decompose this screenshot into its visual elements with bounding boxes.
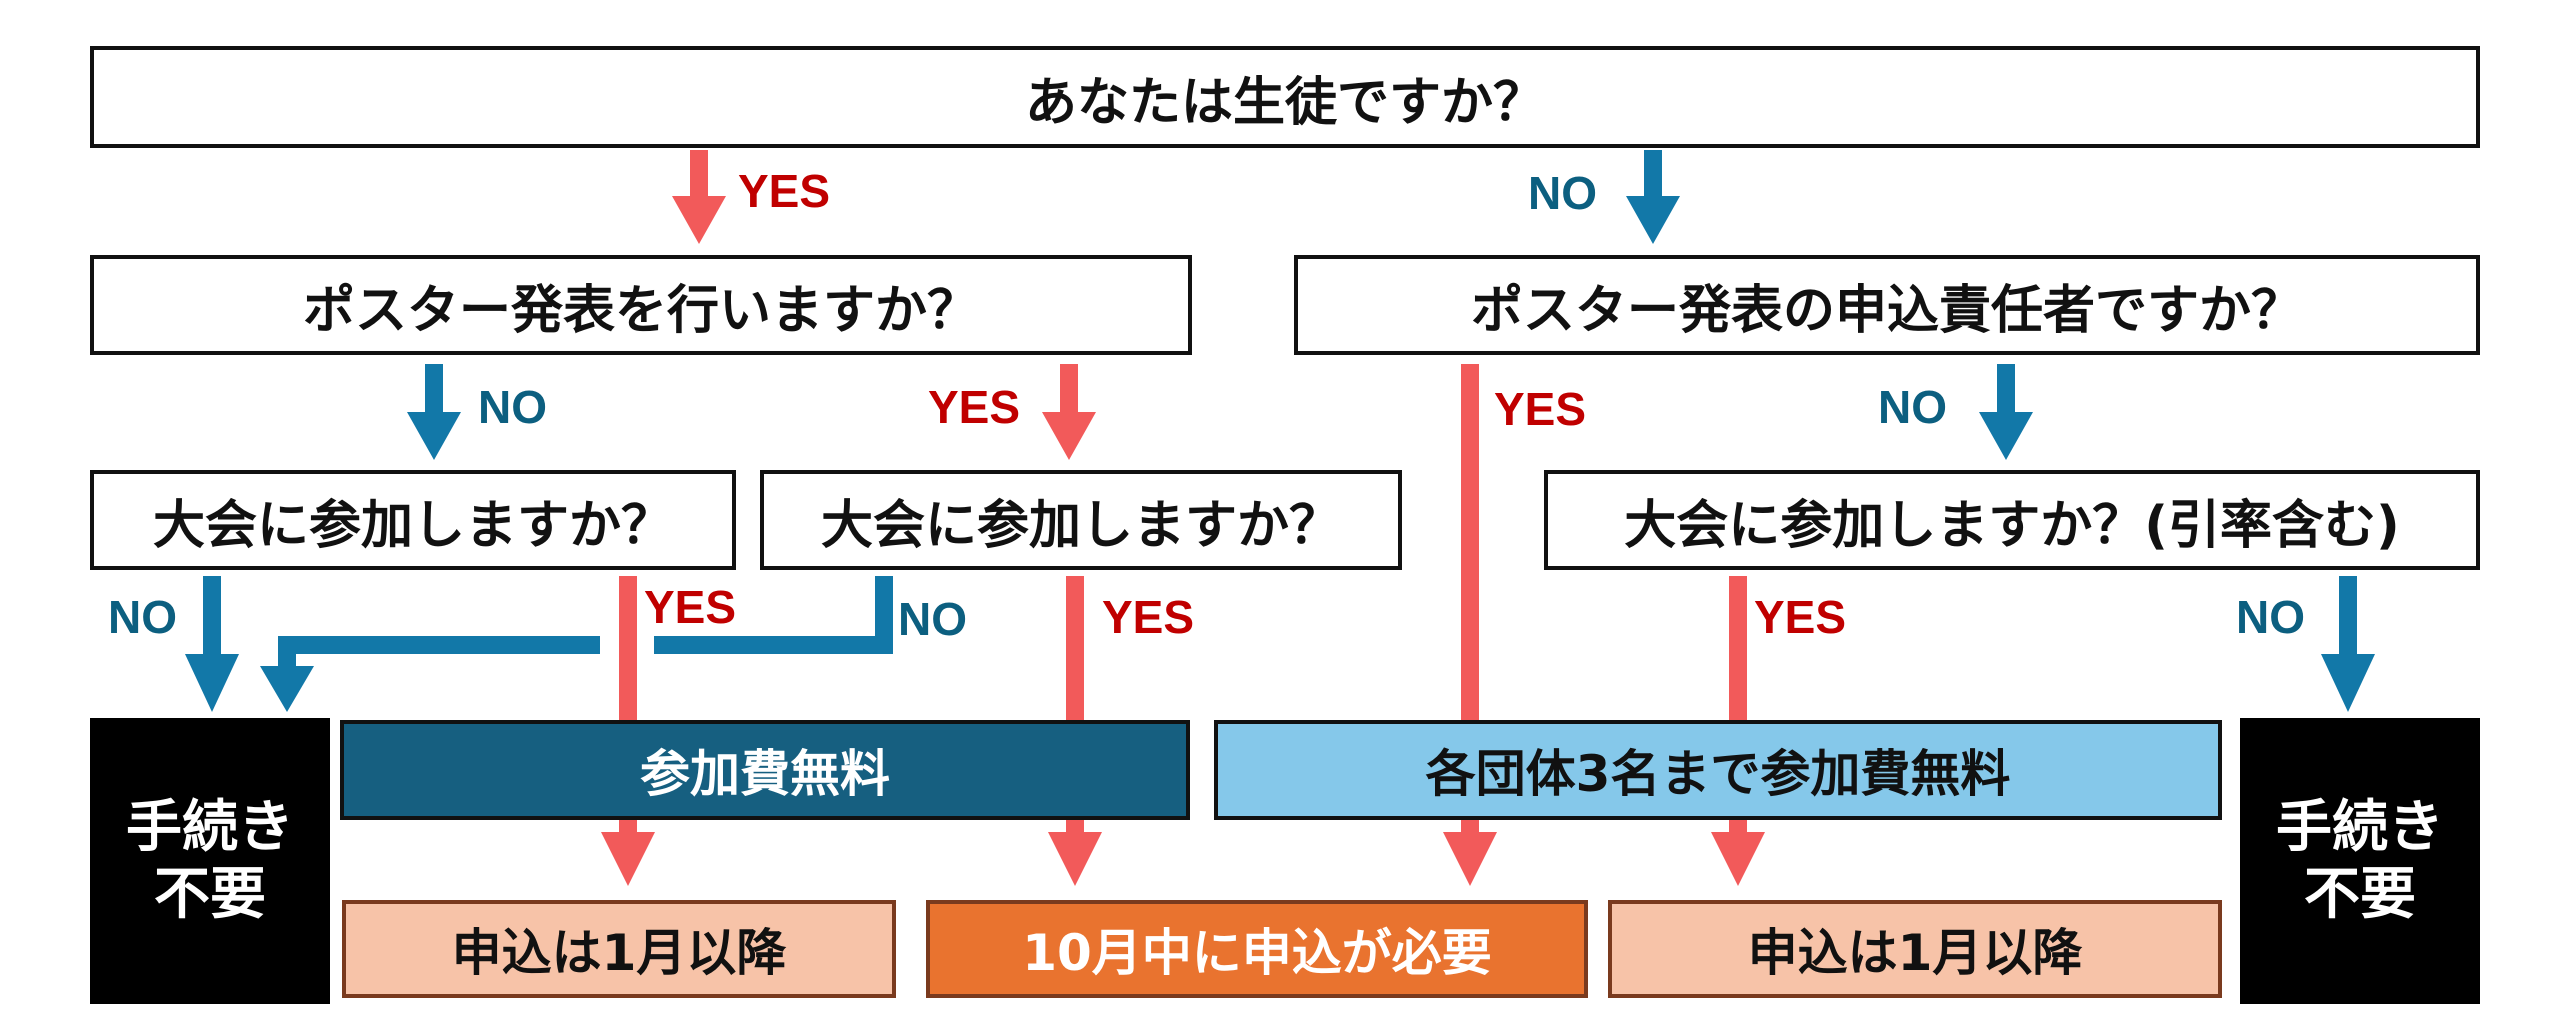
label-q4-yes: YES — [644, 581, 737, 633]
no-procedure-line1: 手続き — [2276, 794, 2444, 860]
label-q1-yes: YES — [738, 165, 831, 217]
label-q6-yes: YES — [1754, 591, 1847, 643]
label-q5-no: NO — [898, 593, 967, 645]
arrow-q6-no-shaft — [2339, 576, 2357, 656]
outcome-no-procedure-right: 手続き 不要 — [2240, 718, 2480, 1004]
no-procedure-line2: 不要 — [154, 862, 266, 927]
arrow-q2-yes-shaft — [1060, 364, 1078, 414]
arrow-q3-yes-head — [1443, 832, 1497, 886]
question-attend-incl-chaperone: 大会に参加しますか？(引率含む) — [1544, 470, 2480, 570]
question-attend-a: 大会に参加しますか？ — [90, 470, 736, 570]
outcome-apply-january-right: 申込は1月以降 — [1608, 900, 2222, 998]
arrow-q4-no-head — [185, 654, 239, 712]
label-q4-no: NO — [108, 591, 177, 643]
arrow-q1-yes-shaft — [690, 150, 708, 198]
label-q1-no: NO — [1528, 167, 1597, 219]
label-q5-yes: YES — [1102, 591, 1195, 643]
arrow-q5-no-connector-c — [278, 636, 600, 654]
arrow-q3-yes-shaft — [1461, 364, 1479, 834]
label-q2-no: NO — [478, 381, 547, 433]
question-poster-presentation: ポスター発表を行いますか？ — [90, 255, 1192, 355]
no-arrows — [185, 150, 2375, 712]
arrow-q5-yes-head — [1048, 832, 1102, 886]
arrow-q2-no-head — [407, 412, 461, 460]
arrow-q6-no-head — [2321, 654, 2375, 712]
outcome-apply-january-left: 申込は1月以降 — [342, 900, 896, 998]
arrow-q1-no-shaft — [1644, 150, 1662, 198]
arrow-q2-no-shaft — [425, 364, 443, 414]
arrow-q5-no-connector-b — [654, 636, 893, 654]
arrow-q5-no-connector-d — [278, 636, 296, 670]
no-procedure-line2: 不要 — [2304, 862, 2416, 927]
question-attend-b: 大会に参加しますか？ — [760, 470, 1402, 570]
arrow-q3-no-head — [1979, 412, 2033, 460]
no-procedure-line1: 手続き — [126, 794, 294, 860]
arrow-q1-yes-head — [672, 196, 726, 244]
outcome-apply-october: 10月中に申込が必要 — [926, 900, 1588, 998]
arrow-q3-no-shaft — [1997, 364, 2015, 414]
arrow-q4-yes-head — [601, 832, 655, 886]
arrow-q5-no-head — [260, 666, 314, 712]
arrow-q4-no-shaft — [203, 576, 221, 656]
question-is-student: あなたは生徒ですか？ — [90, 46, 2480, 148]
arrow-q1-no-head — [1626, 196, 1680, 244]
fee-free-bar: 参加費無料 — [340, 720, 1190, 820]
outcome-no-procedure-left: 手続き 不要 — [90, 718, 330, 1004]
question-poster-responsible: ポスター発表の申込責任者ですか？ — [1294, 255, 2480, 355]
label-q3-yes: YES — [1494, 383, 1587, 435]
label-q6-no: NO — [2236, 591, 2305, 643]
yes-arrows — [601, 150, 1765, 886]
arrow-q6-yes-head — [1711, 832, 1765, 886]
label-q2-yes: YES — [928, 381, 1021, 433]
fee-free-3-per-group-bar: 各団体3名まで参加費無料 — [1214, 720, 2222, 820]
arrow-q5-no-connector-a — [875, 576, 893, 650]
label-q3-no: NO — [1878, 381, 1947, 433]
arrow-q2-yes-head — [1042, 412, 1096, 460]
